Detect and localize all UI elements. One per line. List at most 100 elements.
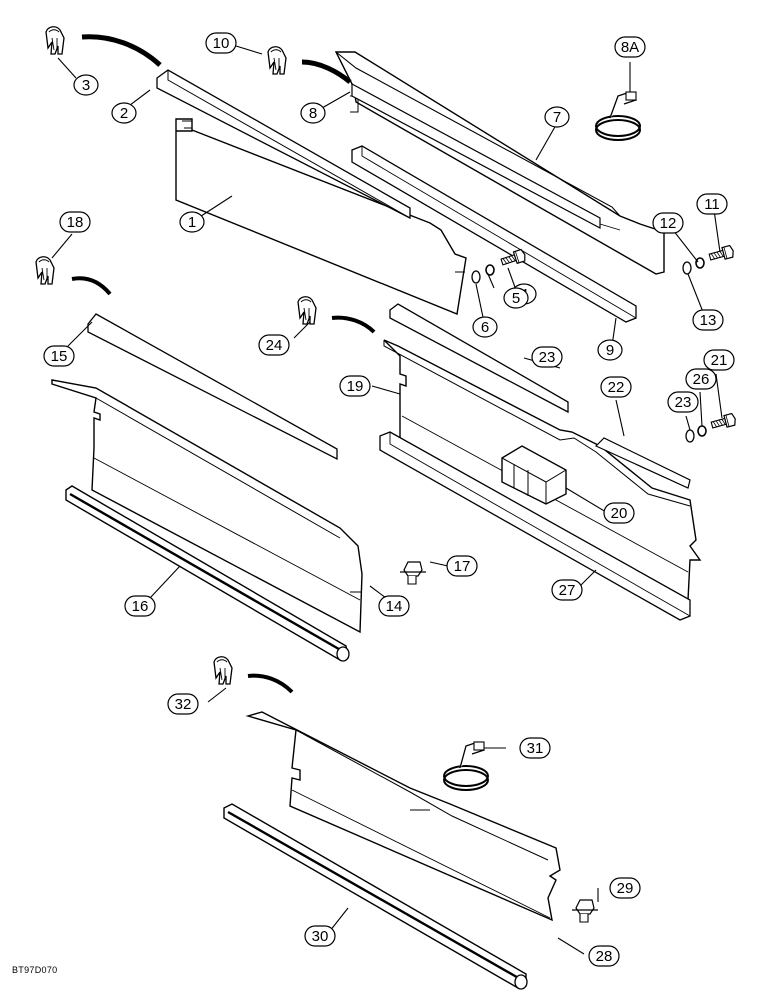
callout-6: 6 bbox=[472, 316, 498, 338]
svg-text:7: 7 bbox=[553, 109, 561, 126]
svg-text:15: 15 bbox=[51, 348, 68, 365]
callout-32: 32 bbox=[167, 693, 199, 715]
insulation-block-20 bbox=[501, 445, 567, 505]
callout-24: 23 bbox=[667, 391, 699, 413]
callout-8: 8 bbox=[300, 102, 326, 124]
svg-text:18: 18 bbox=[67, 214, 84, 231]
callout-10: 10 bbox=[205, 32, 237, 54]
washer-13 bbox=[682, 261, 692, 275]
bottom-strip-9 bbox=[351, 145, 637, 323]
svg-text:22: 22 bbox=[608, 379, 625, 396]
clip-arc-18 bbox=[71, 276, 112, 296]
callout-17: 17 bbox=[446, 555, 478, 577]
lockwasher-26 bbox=[697, 425, 707, 437]
svg-text:12: 12 bbox=[660, 215, 677, 232]
callout-26: 26 bbox=[685, 368, 717, 390]
rubber-seal-30 bbox=[223, 803, 528, 990]
callout-8A: 8A bbox=[614, 36, 646, 58]
seal-strip-23 bbox=[389, 303, 569, 414]
svg-text:32: 32 bbox=[175, 696, 192, 713]
callout-13: 13 bbox=[692, 309, 724, 331]
svg-text:19: 19 bbox=[347, 378, 364, 395]
svg-text:13: 13 bbox=[700, 312, 717, 329]
svg-text:30: 30 bbox=[312, 928, 329, 945]
retainer-clip-32 bbox=[213, 656, 233, 685]
svg-text:17: 17 bbox=[454, 558, 471, 575]
svg-text:28: 28 bbox=[596, 948, 613, 965]
svg-text:16: 16 bbox=[132, 598, 149, 615]
clip-arc-3 bbox=[81, 34, 162, 67]
callout-9: 9 bbox=[597, 339, 623, 361]
callout-28: 28 bbox=[588, 945, 620, 967]
seal-strip-15 bbox=[87, 313, 338, 461]
figure-code: BT97D070 bbox=[12, 965, 58, 975]
callout-29: 29 bbox=[609, 877, 641, 899]
screw-17 bbox=[400, 561, 426, 585]
svg-text:8: 8 bbox=[309, 105, 317, 122]
svg-text:14: 14 bbox=[386, 598, 403, 615]
svg-text:2: 2 bbox=[120, 105, 128, 122]
seal-strip-2 bbox=[156, 69, 411, 220]
bolt-11 bbox=[707, 244, 736, 264]
svg-text:23: 23 bbox=[675, 394, 692, 411]
callout-27: 27 bbox=[551, 579, 583, 601]
callout-5: 5 bbox=[503, 287, 529, 309]
svg-text:9: 9 bbox=[606, 342, 614, 359]
washer-6 bbox=[471, 270, 481, 284]
bolt-4 bbox=[499, 248, 528, 269]
svg-text:31: 31 bbox=[527, 740, 544, 757]
callout-15: 15 bbox=[43, 345, 75, 367]
callout-18: 18 bbox=[59, 211, 91, 233]
retainer-clip-25 bbox=[297, 296, 317, 325]
callout-20: 20 bbox=[603, 502, 635, 524]
callout-1: 1 bbox=[179, 211, 205, 233]
clip-arc-25 bbox=[331, 315, 376, 334]
rubber-seal-16 bbox=[65, 485, 350, 662]
callout-19: 19 bbox=[339, 375, 371, 397]
svg-text:11: 11 bbox=[704, 196, 720, 213]
strap-clamp-8A bbox=[595, 91, 641, 141]
svg-text:29: 29 bbox=[617, 880, 634, 897]
svg-text:5: 5 bbox=[512, 290, 520, 307]
svg-text:26: 26 bbox=[693, 371, 710, 388]
svg-text:3: 3 bbox=[82, 77, 90, 94]
callout-21: 21 bbox=[703, 349, 735, 371]
callout-22: 22 bbox=[600, 376, 632, 398]
lockwasher-5 bbox=[485, 264, 495, 276]
callout-14: 14 bbox=[378, 595, 410, 617]
retainer-clip-10 bbox=[267, 46, 287, 75]
svg-text:23: 23 bbox=[539, 349, 556, 366]
side-panel-28 bbox=[245, 711, 561, 922]
callout-11: 11 bbox=[696, 193, 728, 215]
bolt-21 bbox=[709, 412, 738, 432]
callout-16: 16 bbox=[124, 595, 156, 617]
callout-7: 7 bbox=[544, 106, 570, 128]
clip-arc-32 bbox=[247, 673, 294, 694]
seal-strip-22 bbox=[594, 437, 691, 489]
screw-29 bbox=[572, 899, 598, 923]
svg-text:24: 24 bbox=[266, 337, 283, 354]
retainer-clip-3 bbox=[45, 26, 65, 55]
callout-30: 30 bbox=[304, 925, 336, 947]
side-panel-14 bbox=[51, 379, 363, 634]
bottom-strip-27 bbox=[379, 431, 691, 621]
washer-24 bbox=[685, 429, 695, 443]
retainer-clip-18 bbox=[35, 256, 55, 285]
callout-12: 12 bbox=[652, 212, 684, 234]
seal-strip-8 bbox=[351, 82, 601, 229]
svg-text:21: 21 bbox=[711, 352, 728, 369]
strap-clamp-31 bbox=[443, 741, 489, 791]
svg-text:6: 6 bbox=[481, 319, 489, 336]
wide-panel-1 bbox=[175, 118, 467, 315]
callout-23: 23 bbox=[531, 346, 563, 368]
callout-2: 2 bbox=[111, 102, 137, 124]
lockwasher-12 bbox=[695, 257, 705, 269]
svg-text:20: 20 bbox=[611, 505, 628, 522]
clip-arc-10 bbox=[301, 59, 352, 84]
svg-text:1: 1 bbox=[188, 214, 196, 231]
svg-text:10: 10 bbox=[213, 35, 230, 52]
callout-25: 24 bbox=[258, 334, 290, 356]
svg-text:8A: 8A bbox=[621, 39, 639, 56]
callout-3: 3 bbox=[73, 74, 99, 96]
